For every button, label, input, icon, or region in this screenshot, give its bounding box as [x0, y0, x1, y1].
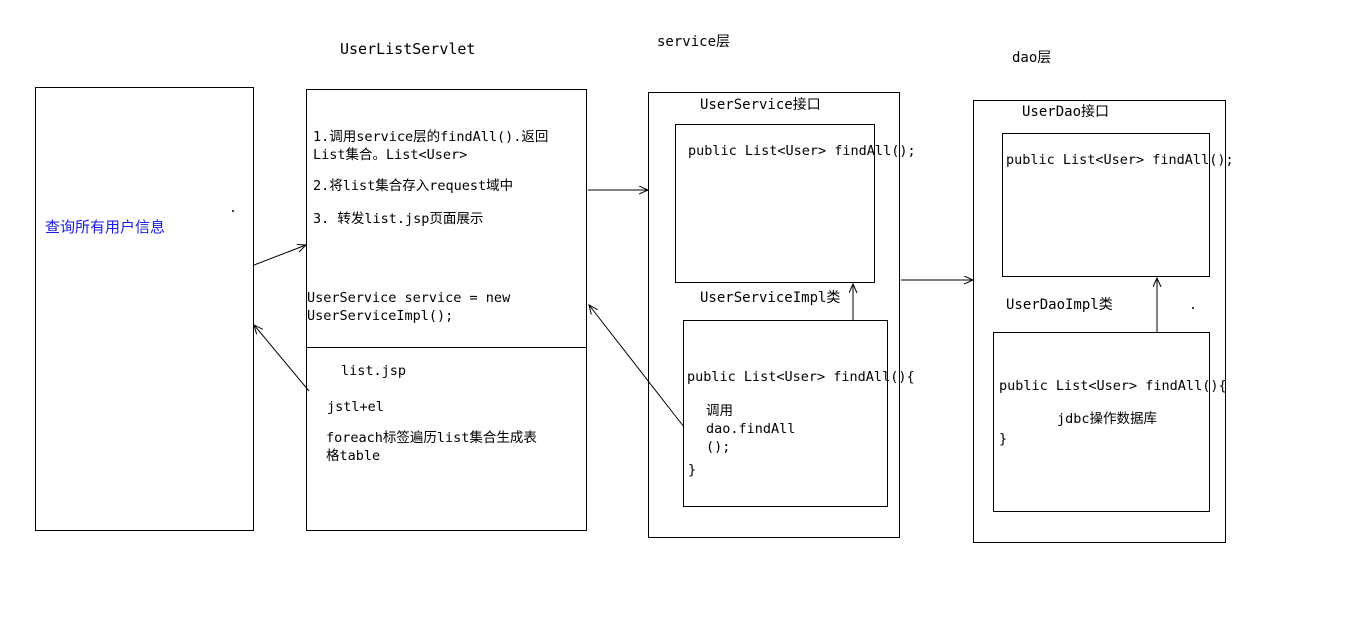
dao-layer-title: dao层	[1012, 50, 1052, 66]
servlet-layer-title: UserListServlet	[340, 40, 476, 58]
servlet-jsp-divider	[306, 347, 587, 348]
user-service-interface-code: public List<User> findAll();	[688, 143, 916, 159]
user-dao-interface-caption: UserDao接口	[1022, 104, 1110, 120]
user-dao-interface-box	[1002, 133, 1210, 277]
servlet-box	[306, 89, 587, 531]
user-dao-impl-caption: UserDaoImpl类	[1006, 297, 1113, 313]
dao-layer-box	[973, 100, 1226, 543]
jsp-title: list.jsp	[341, 363, 407, 379]
browser-box	[35, 87, 254, 531]
user-service-impl-caption: UserServiceImpl类	[700, 290, 841, 306]
jsp-tech: jstl+el	[327, 399, 384, 415]
servlet-step-3: 3. 转发list.jsp页面展示	[313, 211, 484, 227]
arrow-browser-to-servlet	[253, 245, 306, 266]
servlet-service-instantiation-code: UserService service = new UserServiceImp…	[307, 290, 511, 324]
service-layer-title: service层	[657, 34, 731, 50]
stray-dot-dao	[1192, 307, 1194, 309]
jsp-description: foreach标签遍历list集合生成表 格table	[326, 430, 537, 464]
browser-box-label: 查询所有用户信息	[45, 218, 166, 236]
user-service-impl-body: 调用 dao.findAll ();	[706, 403, 796, 455]
servlet-step-2: 2.将list集合存入request域中	[313, 178, 514, 194]
user-service-impl-close-brace: }	[688, 462, 697, 478]
arrow-servlet-to-browser	[254, 325, 310, 392]
user-service-interface-box	[675, 124, 875, 283]
user-service-interface-caption: UserService接口	[700, 97, 821, 113]
user-dao-impl-box	[993, 332, 1210, 512]
user-service-impl-signature: public List<User> findAll(){	[687, 369, 915, 385]
user-dao-impl-close-brace: }	[999, 431, 1008, 447]
servlet-step-1: 1.调用service层的findAll().返回 List集合。List<Us…	[313, 129, 549, 163]
stray-dot-browser	[232, 210, 234, 212]
user-dao-interface-code: public List<User> findAll();	[1006, 152, 1234, 168]
user-dao-impl-signature: public List<User> findAll(){	[999, 378, 1227, 394]
user-dao-impl-body: jdbc操作数据库	[1057, 411, 1158, 427]
